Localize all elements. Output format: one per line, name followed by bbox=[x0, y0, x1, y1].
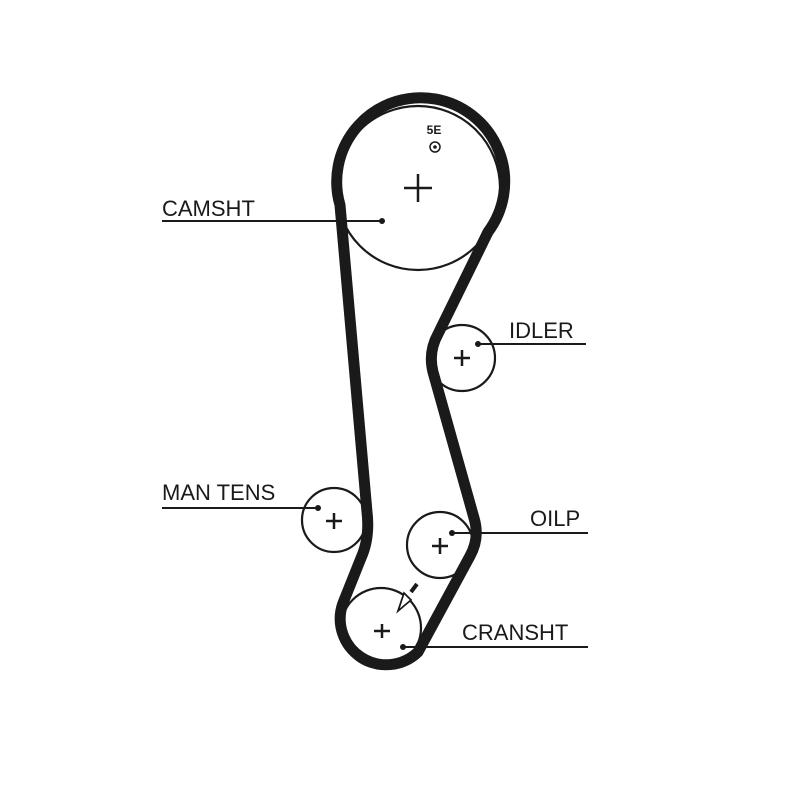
tensioner-center-cross-icon bbox=[326, 513, 342, 529]
oil-pump-label: OILP bbox=[530, 506, 580, 531]
timing-mark-icon bbox=[429, 141, 441, 153]
timing-belt bbox=[331, 92, 511, 671]
crankshaft-label: CRANSHT bbox=[462, 620, 568, 645]
crankshaft-center-cross-icon bbox=[374, 624, 390, 638]
oilpump-center-cross-icon bbox=[432, 538, 448, 554]
manual-tensioner-label: MAN TENS bbox=[162, 480, 275, 505]
camshaft-label: CAMSHT bbox=[162, 196, 255, 221]
crank-timing-mark-icon bbox=[396, 582, 419, 614]
idler-center-cross-icon bbox=[454, 350, 470, 366]
camshaft-center-cross-icon bbox=[404, 174, 432, 202]
idler-label: IDLER bbox=[509, 318, 574, 343]
timing-mark-label: 5E bbox=[427, 123, 442, 137]
